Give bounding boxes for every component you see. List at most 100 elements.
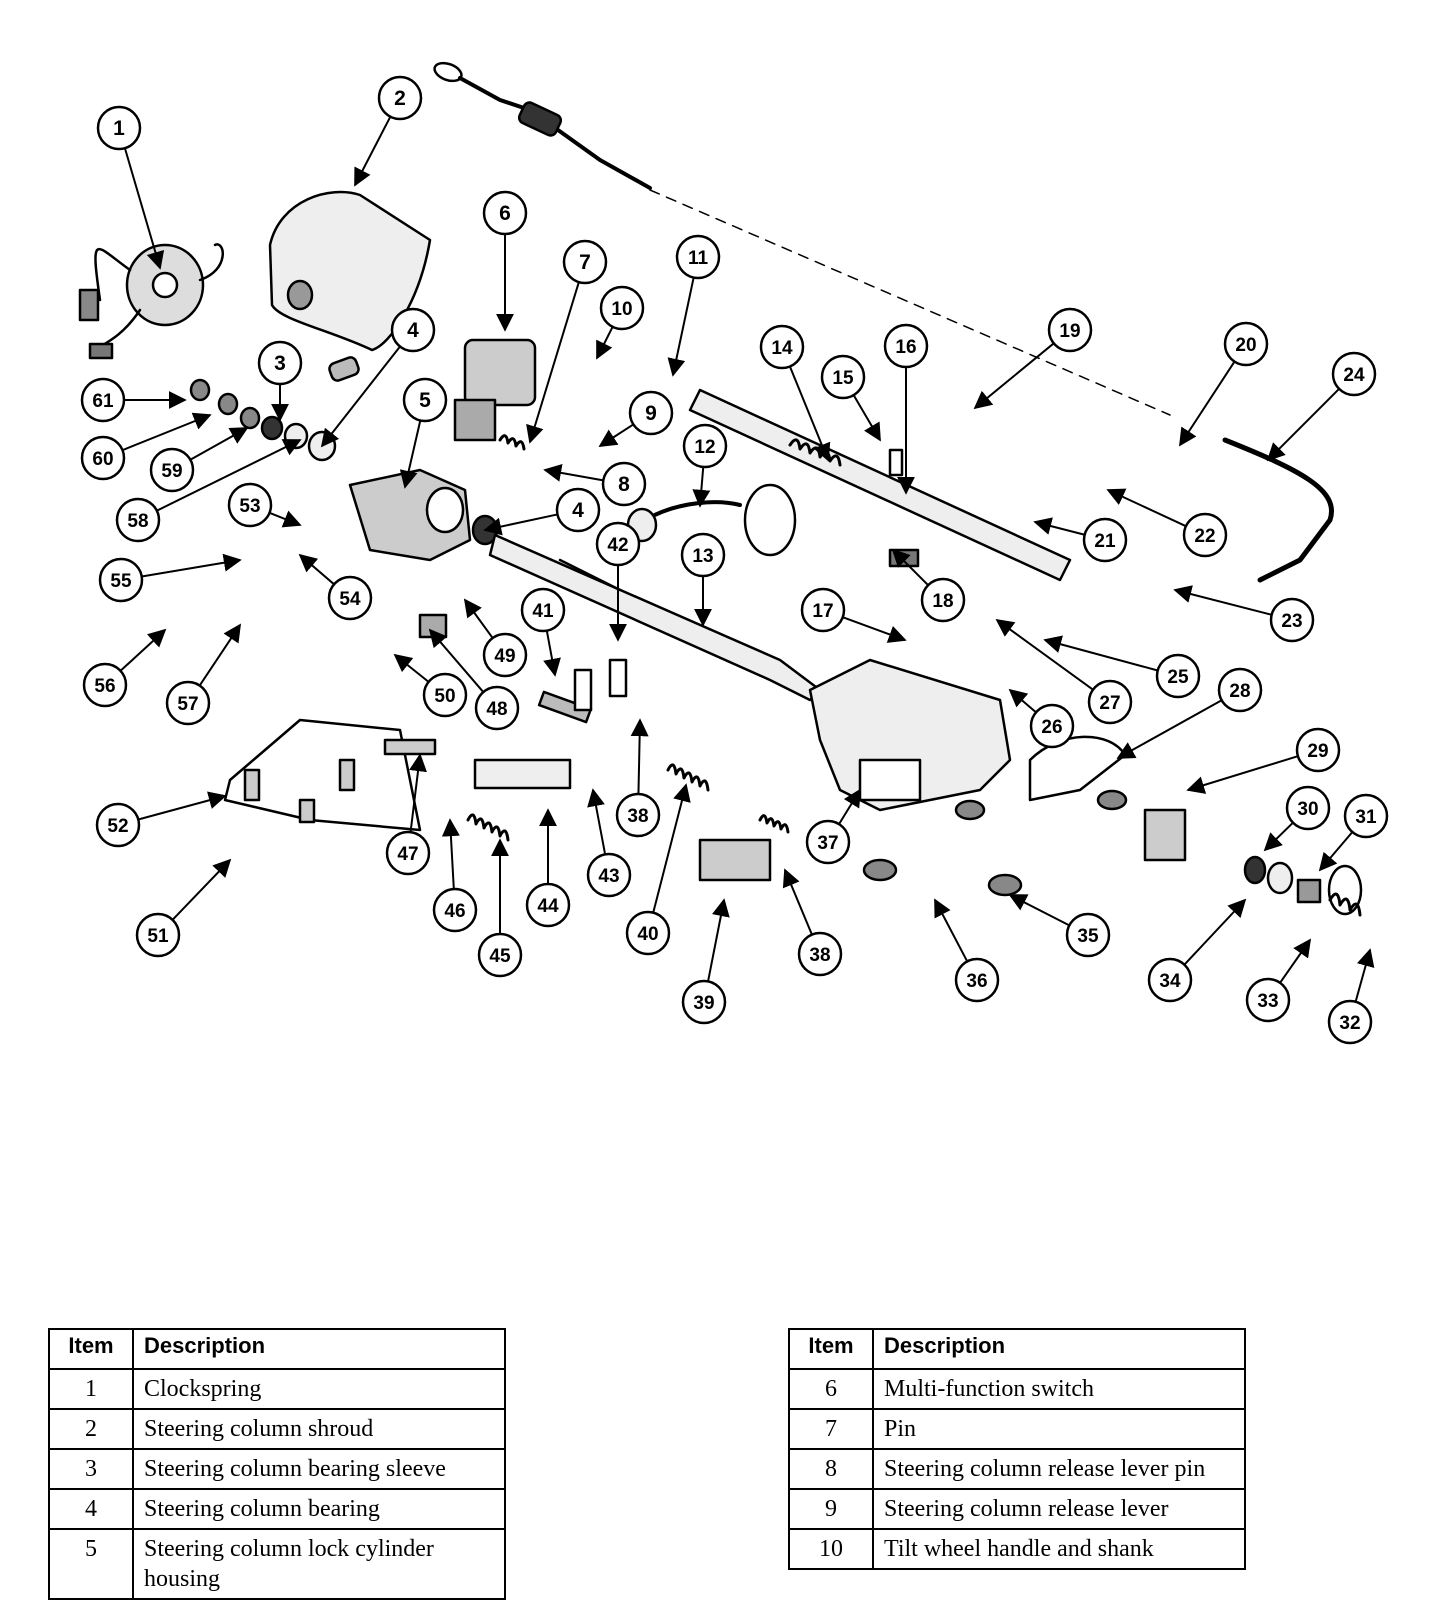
item-number: 10 [788, 1528, 874, 1570]
callout-label: 21 [1094, 531, 1116, 552]
callout-35: 35 [1065, 912, 1111, 958]
callout-label: 42 [607, 535, 628, 556]
table-row: 8 Steering column release lever pin [788, 1448, 1246, 1490]
leader-arrow [122, 412, 212, 452]
leader-arrow [1008, 688, 1037, 714]
leader-arrow [1106, 488, 1187, 528]
callout-circle [1147, 957, 1193, 1003]
callout-circle [625, 910, 671, 956]
callout-41: 41 [520, 587, 566, 633]
callout-circle [555, 487, 601, 533]
callout-label: 38 [627, 806, 648, 827]
callout-36: 36 [954, 957, 1000, 1003]
callout-53: 53 [227, 482, 273, 528]
leader-arrow [838, 788, 861, 825]
callout-47: 47 [385, 830, 431, 876]
leader-arrow [782, 868, 813, 935]
callout-59: 59 [149, 447, 195, 493]
callout-label: 4 [572, 499, 584, 522]
callout-29: 29 [1295, 727, 1341, 773]
leader-arrow [891, 548, 929, 586]
callout-label: 10 [611, 299, 632, 320]
callout-label: 8 [618, 473, 630, 496]
callout-label: 7 [579, 251, 591, 274]
callout-circle [327, 575, 373, 621]
callout-circle [1155, 653, 1201, 699]
callout-circle [628, 390, 674, 436]
callout-label: 28 [1229, 681, 1250, 702]
item-number: 2 [48, 1408, 134, 1450]
leader-arrow [393, 653, 430, 683]
callout-label: 29 [1307, 741, 1328, 762]
leader-arrow [1263, 821, 1294, 852]
callout-circle [1331, 351, 1377, 397]
callout-24: 24 [1331, 351, 1377, 397]
callout-label: 43 [598, 866, 619, 887]
callout-label: 33 [1257, 991, 1278, 1012]
callout-label: 51 [147, 926, 169, 947]
leader-arrow [354, 116, 392, 187]
leader-arrow [141, 553, 242, 578]
callout-61: 61 [80, 377, 126, 423]
leader-arrow [463, 598, 494, 639]
leader-arrow [269, 510, 302, 528]
callout-16: 16 [883, 323, 929, 369]
callout-circle [432, 887, 478, 933]
leader-lines [119, 116, 1375, 1003]
leader-arrow [119, 628, 167, 672]
item-number: 1 [48, 1368, 134, 1410]
leader-arrow [483, 513, 558, 536]
callout-17: 17 [800, 587, 846, 633]
callout-circle [482, 190, 528, 236]
callout-circle [820, 354, 866, 400]
legend-table-right: Item Description 6 Multi-function switch… [788, 1328, 1246, 1570]
callout-label: 11 [688, 248, 709, 269]
item-number: 5 [48, 1528, 134, 1600]
callout-11: 11 [675, 234, 721, 280]
callout-circle [385, 830, 431, 876]
callout-circle [1327, 999, 1373, 1045]
callout-circle [422, 672, 468, 718]
callout-label: 55 [110, 571, 132, 592]
callout-circle [1285, 785, 1331, 831]
leader-arrow [852, 394, 881, 442]
callout-46: 46 [432, 887, 478, 933]
callout-44: 44 [525, 882, 571, 928]
legend-header-row: Item Description [48, 1328, 506, 1370]
item-description: Multi-function switch [872, 1368, 1246, 1410]
callout-23: 23 [1269, 597, 1315, 643]
callout-label: 18 [932, 591, 953, 612]
callout-label: 44 [537, 896, 559, 917]
leader-arrow [399, 420, 422, 489]
callout-circle [1245, 977, 1291, 1023]
callout-label: 16 [895, 337, 916, 358]
callout-label: 3 [274, 352, 286, 375]
callout-label: 38 [809, 945, 830, 966]
header-description: Description [872, 1328, 1246, 1370]
callout-circle [115, 497, 161, 543]
leader-arrow [171, 858, 232, 921]
item-number: 4 [48, 1488, 134, 1530]
leader-arrow [1116, 699, 1223, 759]
leader-arrow [138, 791, 227, 821]
callout-label: 37 [817, 833, 838, 854]
callout-circle [1082, 517, 1128, 563]
callout-label: 47 [397, 844, 418, 865]
item-number: 9 [788, 1488, 874, 1530]
leader-arrow [156, 439, 302, 512]
callout-label: 36 [966, 971, 987, 992]
callout-circle [227, 482, 273, 528]
leader-arrow [1279, 938, 1312, 984]
callout-54: 54 [327, 575, 373, 621]
callout-19: 19 [1047, 307, 1093, 353]
callout-9: 9 [628, 390, 674, 436]
callout-13: 13 [680, 532, 726, 578]
leader-arrow [934, 898, 969, 962]
callout-label: 46 [444, 901, 465, 922]
callout-label: 14 [771, 338, 793, 359]
table-row: 5 Steering column lock cylinder housing [48, 1528, 506, 1600]
item-number: 7 [788, 1408, 874, 1450]
callout-38: 38 [797, 931, 843, 977]
callout-circle [96, 105, 142, 151]
